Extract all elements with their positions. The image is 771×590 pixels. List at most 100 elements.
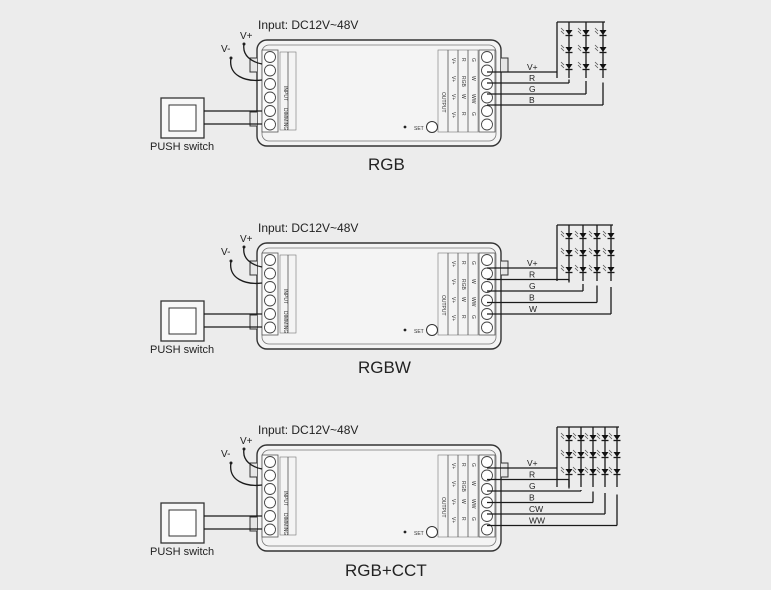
led-emission-arrows [574,264,579,272]
output-label-g: G [529,281,536,291]
controller-body [256,242,502,350]
vplus-label: V+ [240,234,253,245]
port-label: G [470,58,476,62]
led-diode [565,435,573,440]
led-emission-arrows [574,247,579,255]
mount-tab-left [249,314,257,330]
terminal-screw [264,483,276,495]
set-label: SET [414,329,424,335]
led-emission-arrows [608,449,613,457]
push-switch-label: PUSH switch [150,344,214,356]
panel-rgb: INPUTDIMMINGOUTPUTV+V+V+V+RRGBWRGWWWGSET… [150,18,607,174]
output-label-r: R [529,470,535,480]
terminal-screw [481,321,493,334]
diagram-caption-rgb: RGB [368,155,405,174]
port-label: RGB [460,76,466,88]
status-led [403,328,407,332]
terminal-screw [481,64,493,77]
output-label-b: B [529,95,535,105]
led-emission-arrows [560,27,565,35]
input-label: INPUT [282,491,288,506]
terminal-screw [481,281,493,293]
led-emission-arrows [560,61,565,69]
led-diode [565,452,573,457]
led-emission-arrows [572,449,577,457]
led-diode [565,469,573,474]
port-label: V+ [450,58,456,64]
input-voltage-label: Input: DC12V~48V [258,221,358,235]
port-label: G [470,112,476,116]
terminal-screw [264,308,276,320]
vminus-label: V- [221,449,230,460]
terminal-screw [264,78,276,90]
led-emission-arrows [560,449,565,457]
port-label: V+ [450,499,456,505]
dimming-label: DIMMING [282,513,288,535]
input-label: INPUT [282,86,288,101]
output-label-r: R [529,270,535,280]
led-emission-arrows [560,264,565,272]
output-label-ww: WW [529,516,545,526]
terminal-screw [481,510,493,522]
vplus-label: V+ [240,31,253,42]
terminal-screw [481,254,493,266]
led-emission-arrows [588,230,593,238]
led-emission-arrows [577,27,582,35]
panel-rgbcct: INPUTDIMMINGOUTPUTV+V+V+V+RRGBWRGWWWGSET… [150,423,621,580]
vplus-wire [243,246,263,268]
port-label: RGB [460,279,466,291]
mount-tab-right [501,462,509,478]
port-label: R [460,517,466,521]
terminal-screw [481,469,493,482]
led-diode [613,469,621,474]
diagram-caption-rgbcct: RGB+CCT [345,561,427,580]
output-label: OUTPUT [440,497,446,518]
port-label: W [460,297,466,302]
terminal-screw [264,64,276,77]
led-emission-arrows [608,432,613,440]
led-diode [579,250,587,255]
port-label: W [470,481,476,486]
port-label: WW [470,499,476,509]
led-diode [589,469,597,474]
set-button [426,324,438,336]
port-label: R [460,261,466,265]
output-label-b: B [529,293,535,303]
output-label-v+: V+ [527,458,538,468]
terminal-screw [264,523,276,536]
vplus-wire [243,448,263,470]
port-label: W [460,499,466,504]
led-diode [607,233,615,238]
port-label: G [470,517,476,521]
port-label: R [460,112,466,116]
led-diode [577,435,585,440]
led-diode [613,452,621,457]
push-switch-label: PUSH switch [150,546,214,558]
port-label: W [470,76,476,81]
led-emission-arrows [588,264,593,272]
led-emission-arrows [560,432,565,440]
port-label: G [470,463,476,467]
push-switch-label: PUSH switch [150,141,214,153]
led-diode [589,435,597,440]
led-diode [593,233,601,238]
led-emission-arrows [560,230,565,238]
terminal-screw [481,118,493,131]
port-label: V+ [450,315,456,321]
terminal-screw [264,496,276,509]
terminal-screw [481,267,493,280]
led-emission-arrows [560,44,565,52]
terminal-screw [264,254,276,266]
terminal-screw [264,510,276,522]
input-voltage-label: Input: DC12V~48V [258,423,358,437]
status-led [403,125,407,129]
terminal-screw [264,294,276,307]
led-diode [579,267,587,272]
diagram-caption-rgbw: RGBW [358,358,411,377]
vminus-wire [230,57,263,82]
output-label-cw: CW [529,504,543,514]
led-diode [593,267,601,272]
vminus-label: V- [221,247,230,258]
output-label: OUTPUT [440,295,446,316]
